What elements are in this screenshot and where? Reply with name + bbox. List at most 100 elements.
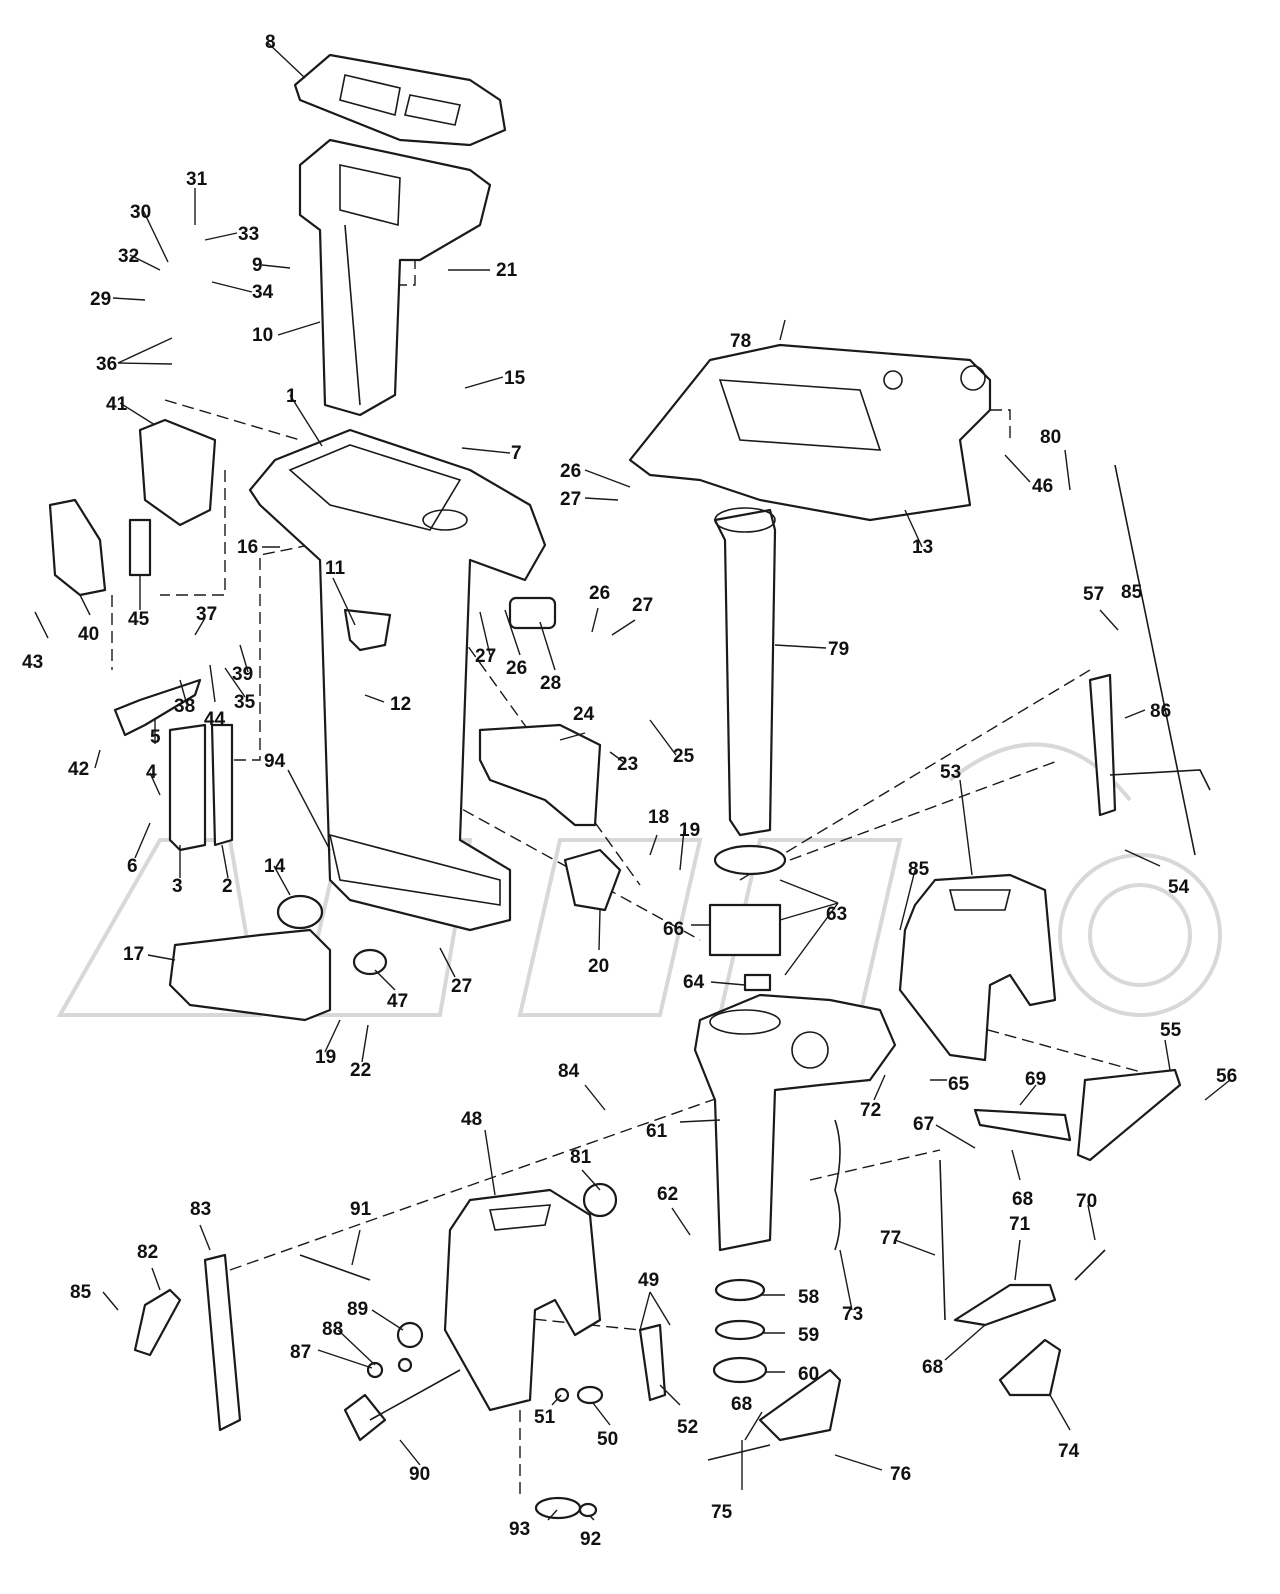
callout-label: 33 bbox=[238, 224, 259, 245]
callout-label: 44 bbox=[204, 709, 226, 730]
callout-label: 76 bbox=[890, 1464, 911, 1485]
callout-label: 49 bbox=[638, 1270, 659, 1291]
callout-label: 46 bbox=[1032, 476, 1053, 497]
callout-label: 31 bbox=[186, 169, 208, 190]
callout-label: 17 bbox=[123, 944, 144, 965]
callout-label: 90 bbox=[409, 1464, 430, 1485]
callout-label: 2 bbox=[222, 876, 233, 897]
callout-label: 55 bbox=[1160, 1020, 1182, 1041]
callout-label: 18 bbox=[648, 807, 669, 828]
callout-label: 43 bbox=[22, 652, 43, 673]
callout-label: 11 bbox=[325, 558, 346, 579]
callout-label: 3 bbox=[172, 876, 183, 897]
callout-label: 45 bbox=[128, 609, 150, 630]
callout-label: 29 bbox=[90, 289, 111, 310]
callout-label: 1 bbox=[286, 386, 297, 407]
callout-label: 4 bbox=[146, 762, 157, 783]
callout-label: 15 bbox=[504, 368, 526, 389]
exhaust-gasket bbox=[293, 53, 507, 147]
callout-label: 22 bbox=[350, 1060, 371, 1081]
callout-label: 50 bbox=[597, 1429, 618, 1450]
callout-label: 10 bbox=[252, 325, 273, 346]
callout-label: 16 bbox=[237, 537, 258, 558]
callout-label: 20 bbox=[588, 956, 609, 977]
callout-label: 67 bbox=[913, 1114, 934, 1135]
callout-label: 12 bbox=[390, 694, 411, 715]
callout-label: 19 bbox=[679, 820, 700, 841]
callout-label: 26 bbox=[560, 461, 581, 482]
exhaust-housing bbox=[298, 138, 492, 417]
callout-label: 82 bbox=[137, 1242, 158, 1263]
callout-label: 62 bbox=[657, 1184, 678, 1205]
callout-label: 39 bbox=[232, 664, 253, 685]
callout-label: 38 bbox=[174, 696, 195, 717]
callout-label: 51 bbox=[534, 1407, 556, 1428]
callout-label: 68 bbox=[1012, 1189, 1033, 1210]
clamp-bracket-right bbox=[898, 873, 1057, 1062]
callout-label: 85 bbox=[1121, 582, 1143, 603]
callout-label: 64 bbox=[683, 972, 705, 993]
callout-label: 23 bbox=[617, 754, 638, 775]
callout-label: 26 bbox=[506, 658, 527, 679]
swivel-bracket-top bbox=[628, 343, 992, 522]
callout-label: 48 bbox=[461, 1109, 482, 1130]
callout-label: 83 bbox=[190, 1199, 211, 1220]
callout-label: 57 bbox=[1083, 584, 1104, 605]
steering-tube bbox=[713, 507, 777, 837]
callout-label: 34 bbox=[252, 282, 274, 303]
callout-label: 14 bbox=[264, 856, 286, 877]
callout-label: 41 bbox=[106, 394, 128, 415]
swivel-bracket bbox=[693, 993, 897, 1252]
callout-label: 58 bbox=[798, 1287, 819, 1308]
callout-label: 86 bbox=[1150, 701, 1171, 722]
driveshaft-housing bbox=[248, 428, 547, 932]
callout-label: 32 bbox=[118, 246, 139, 267]
callout-label: 40 bbox=[78, 624, 99, 645]
callout-label: 65 bbox=[948, 1074, 970, 1095]
callout-label: 71 bbox=[1009, 1214, 1031, 1235]
callout-label: 21 bbox=[496, 260, 518, 281]
callout-label: 72 bbox=[860, 1100, 881, 1121]
callout-label: 73 bbox=[842, 1304, 863, 1325]
callout-label: 60 bbox=[798, 1364, 819, 1385]
callout-label: 68 bbox=[922, 1357, 943, 1378]
leader-lines bbox=[34, 42, 1231, 1521]
callout-label: 37 bbox=[196, 604, 217, 625]
callout-label: 84 bbox=[558, 1061, 580, 1082]
callout-label: 66 bbox=[663, 919, 684, 940]
callout-label: 56 bbox=[1216, 1066, 1237, 1087]
callout-label: 63 bbox=[826, 904, 847, 925]
clamp-bracket-left bbox=[443, 1188, 602, 1412]
callout-label: 27 bbox=[632, 595, 653, 616]
callout-label: 19 bbox=[315, 1047, 336, 1068]
callout-label: 89 bbox=[347, 1299, 368, 1320]
callout-label: 9 bbox=[252, 255, 263, 276]
callout-label: 5 bbox=[150, 727, 161, 748]
callout-label: 61 bbox=[646, 1121, 668, 1142]
callout-label: 53 bbox=[940, 762, 961, 783]
callout-labels: 8 31 30 33 32 34 29 36 9 21 10 41 1 15 7… bbox=[22, 32, 1237, 1550]
callout-label: 91 bbox=[350, 1199, 372, 1220]
callout-label: 13 bbox=[912, 537, 933, 558]
callout-label: 79 bbox=[828, 639, 849, 660]
callout-label: 70 bbox=[1076, 1191, 1097, 1212]
callout-label: 27 bbox=[560, 489, 581, 510]
callout-label: 81 bbox=[570, 1147, 592, 1168]
callout-label: 92 bbox=[580, 1529, 601, 1550]
callout-label: 87 bbox=[290, 1342, 311, 1363]
callout-label: 7 bbox=[511, 443, 522, 464]
lower-cover bbox=[168, 928, 332, 1022]
callout-label: 74 bbox=[1058, 1441, 1080, 1462]
small-parts bbox=[48, 418, 1211, 1520]
callout-label: 8 bbox=[265, 32, 276, 53]
callout-label: 75 bbox=[711, 1502, 733, 1523]
callout-label: 28 bbox=[540, 673, 561, 694]
callout-label: 42 bbox=[68, 759, 89, 780]
callout-label: 78 bbox=[730, 331, 751, 352]
callout-label: 94 bbox=[264, 751, 286, 772]
callout-label: 35 bbox=[234, 692, 256, 713]
callout-label: 85 bbox=[908, 859, 930, 880]
callout-label: 25 bbox=[673, 746, 695, 767]
callout-label: 93 bbox=[509, 1519, 530, 1540]
